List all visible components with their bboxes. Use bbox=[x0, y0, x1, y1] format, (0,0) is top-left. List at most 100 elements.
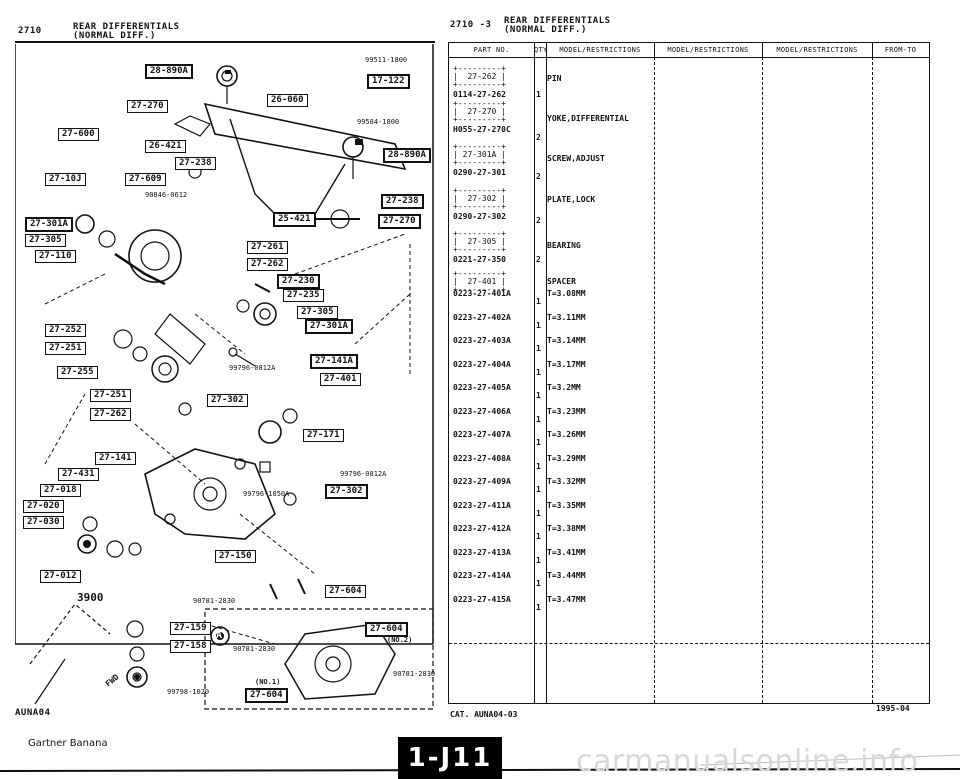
num-90781-2830-b: 90781-2830 bbox=[233, 645, 276, 653]
tag-26-421[interactable]: 26-421 bbox=[145, 140, 186, 153]
tag-27-150[interactable]: 27-150 bbox=[215, 550, 256, 563]
tag-27-270-right[interactable]: 27-270 bbox=[378, 214, 421, 229]
part-qty: 1 bbox=[536, 532, 541, 541]
num-90781-2830-a: 90781-2830 bbox=[193, 597, 236, 605]
part-description: SCREW,ADJUST bbox=[547, 154, 605, 163]
col-header-part-no: PART NO. bbox=[449, 43, 535, 57]
part-box: +---------+ | 27-305 | +---------+ bbox=[453, 229, 506, 254]
part-description: SPACER bbox=[547, 277, 576, 286]
tag-27-238-right[interactable]: 27-238 bbox=[381, 194, 424, 209]
left-header-title: REAR DIFFERENTIALS bbox=[73, 22, 180, 32]
part-box: +---------+ | 27-262 | +---------+ bbox=[453, 64, 506, 89]
col-header-qty: QTY bbox=[534, 43, 547, 57]
part-description: T=3.38MM bbox=[547, 524, 586, 533]
tag-27-251-left[interactable]: 27-251 bbox=[45, 342, 86, 355]
tag-27-141a[interactable]: 27-141A bbox=[310, 354, 358, 369]
part-qty: 1 bbox=[536, 438, 541, 447]
part-number: 0223-27-405A bbox=[453, 383, 511, 392]
part-qty: 2 bbox=[536, 172, 541, 181]
tag-27-431[interactable]: 27-431 bbox=[58, 468, 99, 481]
tag-17-122[interactable]: 17-122 bbox=[367, 74, 410, 89]
circle-a-label: A bbox=[216, 630, 223, 641]
part-number: 0223-27-413A bbox=[453, 547, 511, 557]
tag-27-401[interactable]: 27-401 bbox=[320, 373, 361, 386]
tag-27-230[interactable]: 27-230 bbox=[277, 274, 320, 289]
part-number: 0223-27-414A bbox=[453, 571, 511, 580]
exploded-diagram: 28-890A 17-122 27-270 26-060 27-600 26-4… bbox=[15, 44, 435, 712]
tag-27-255[interactable]: 27-255 bbox=[57, 366, 98, 379]
part-description: T=3.44MM bbox=[547, 571, 586, 580]
footer-owner: Gartner Banana bbox=[28, 738, 108, 749]
part-description: T=3.14MM bbox=[547, 336, 586, 345]
part-description: T=3.23MM bbox=[547, 406, 586, 416]
watermark: carmanualsonline.info bbox=[576, 744, 919, 779]
tag-28-890a-right[interactable]: 28-890A bbox=[383, 148, 431, 163]
tag-27-604-inset[interactable]: 27-604 bbox=[365, 622, 408, 637]
tag-27-600[interactable]: 27-600 bbox=[58, 128, 99, 141]
tag-27-604-bottom[interactable]: 27-604 bbox=[245, 688, 288, 703]
part-qty: 1 bbox=[536, 367, 541, 377]
label-no1: (NO.1) bbox=[255, 678, 281, 686]
tag-27-020[interactable]: 27-020 bbox=[23, 500, 64, 513]
tag-27-159[interactable]: 27-159 bbox=[170, 622, 211, 635]
num-99796-0812a-low: 99796-0812A bbox=[340, 470, 387, 478]
tag-27-301a-left[interactable]: 27-301A bbox=[25, 217, 73, 232]
tag-27-251-mid[interactable]: 27-251 bbox=[90, 389, 131, 402]
part-number: 0223-27-409A bbox=[453, 477, 511, 486]
tag-27-252-left[interactable]: 27-252 bbox=[45, 324, 86, 337]
tag-27-262-top[interactable]: 27-262 bbox=[247, 258, 288, 271]
tag-27-302-low[interactable]: 27-302 bbox=[325, 484, 368, 499]
part-qty: 1 bbox=[536, 90, 541, 99]
tag-26-060[interactable]: 26-060 bbox=[267, 94, 308, 107]
part-description: T=3.26MM bbox=[547, 430, 586, 439]
part-qty: 1 bbox=[536, 414, 541, 424]
tag-25-421[interactable]: 25-421 bbox=[273, 212, 316, 227]
header-rule-left bbox=[15, 41, 435, 43]
tag-27-604-right[interactable]: 27-604 bbox=[325, 585, 366, 598]
part-description: T=3.29MM bbox=[547, 453, 586, 463]
tag-27-171[interactable]: 27-171 bbox=[303, 429, 344, 442]
tag-27-018[interactable]: 27-018 bbox=[40, 484, 81, 497]
tag-27-609[interactable]: 27-609 bbox=[125, 173, 166, 186]
part-qty: 1 bbox=[536, 579, 541, 588]
footer-left-code: AUNA04 bbox=[15, 708, 51, 718]
tag-28-890a-top[interactable]: 28-890A bbox=[145, 64, 193, 79]
tag-27-261[interactable]: 27-261 bbox=[247, 241, 288, 254]
part-number: 0290-27-301 bbox=[453, 168, 506, 177]
right-header-subtitle: (NORMAL DIFF.) bbox=[504, 25, 587, 35]
part-description: PIN bbox=[547, 74, 562, 83]
tag-27-030[interactable]: 27-030 bbox=[23, 516, 64, 529]
part-qty: 2 bbox=[536, 216, 541, 225]
part-qty: 1 bbox=[536, 555, 541, 565]
tag-27-235[interactable]: 27-235 bbox=[283, 289, 324, 302]
part-number: 0223-27-402A bbox=[453, 312, 511, 322]
tag-27-110[interactable]: 27-110 bbox=[35, 250, 76, 263]
part-number: 0223-27-412A bbox=[453, 524, 511, 533]
part-description: BEARING bbox=[547, 241, 581, 250]
right-header-code: 2710 -3 bbox=[450, 20, 492, 30]
part-qty: 1 bbox=[536, 602, 541, 612]
part-number: 0223-27-404A bbox=[453, 359, 511, 369]
tag-27-301a-mid[interactable]: 27-301A bbox=[305, 319, 353, 334]
part-description: T=3.47MM bbox=[547, 594, 586, 604]
tag-27-262-mid[interactable]: 27-262 bbox=[90, 408, 131, 421]
tag-27-10j[interactable]: 27-10J bbox=[45, 173, 86, 186]
tag-27-302-mid[interactable]: 27-302 bbox=[207, 394, 248, 407]
part-number: 0223-27-401A bbox=[453, 289, 511, 298]
tag-27-012[interactable]: 27-012 bbox=[40, 570, 81, 583]
part-description: T=3.41MM bbox=[547, 547, 586, 557]
part-qty: 2 bbox=[536, 133, 541, 142]
tag-27-238-left[interactable]: 27-238 bbox=[175, 157, 216, 170]
part-description: T=3.35MM bbox=[547, 500, 586, 510]
part-number: 0223-27-403A bbox=[453, 336, 511, 345]
tag-27-270-left[interactable]: 27-270 bbox=[127, 100, 168, 113]
tag-27-141[interactable]: 27-141 bbox=[95, 452, 136, 465]
part-qty: 1 bbox=[536, 344, 541, 353]
tag-27-158[interactable]: 27-158 bbox=[170, 640, 211, 653]
part-qty: 1 bbox=[536, 461, 541, 471]
part-qty: 1 bbox=[536, 320, 541, 330]
tag-27-305-left[interactable]: 27-305 bbox=[25, 234, 66, 247]
part-box: +---------+ | 27-302 | +---------+ bbox=[453, 186, 506, 211]
tag-27-305-mid[interactable]: 27-305 bbox=[297, 306, 338, 319]
footer-date: 1995-04 bbox=[876, 704, 910, 713]
